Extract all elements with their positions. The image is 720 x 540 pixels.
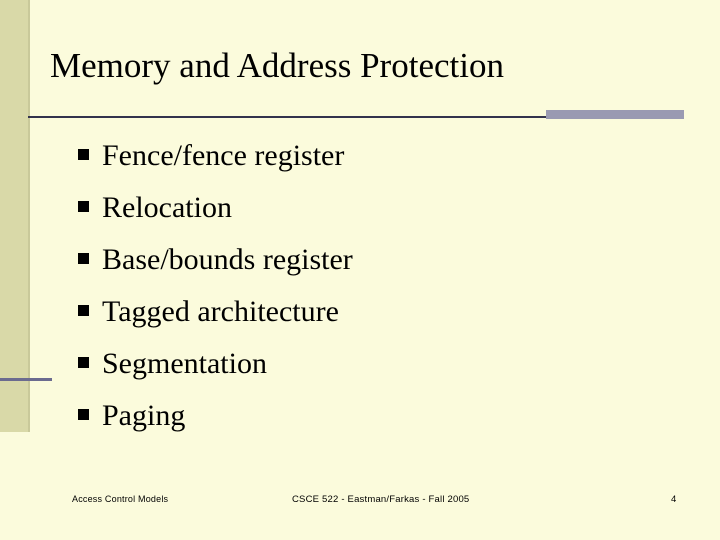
- bullet-square-icon: [78, 236, 102, 288]
- list-item: Paging: [78, 390, 678, 442]
- footer-page-number: 4: [671, 494, 677, 505]
- bullet-square-icon: [78, 392, 102, 444]
- bullet-square-icon: [78, 288, 102, 340]
- slide-title: Memory and Address Protection: [50, 46, 504, 85]
- list-item-label: Base/bounds register: [102, 243, 353, 276]
- list-item: Fence/fence register: [78, 130, 678, 182]
- list-item-label: Segmentation: [102, 347, 267, 380]
- list-item-label: Relocation: [102, 191, 232, 224]
- bullet-list: Fence/fence register Relocation Base/bou…: [78, 130, 678, 442]
- bullet-square-icon: [78, 132, 102, 184]
- list-item-label: Paging: [102, 399, 186, 432]
- list-item: Segmentation: [78, 338, 678, 390]
- footer-center-text: CSCE 522 - Eastman/Farkas - Fall 2005: [292, 494, 470, 505]
- left-accent-line: [0, 378, 52, 381]
- left-decorative-band: [0, 0, 28, 432]
- list-item: Relocation: [78, 182, 678, 234]
- list-item: Tagged architecture: [78, 286, 678, 338]
- footer-left-text: Access Control Models: [72, 494, 169, 504]
- bullet-square-icon: [78, 340, 102, 392]
- list-item-label: Fence/fence register: [102, 139, 345, 172]
- left-band-edge: [28, 0, 30, 432]
- title-divider-accent: [546, 110, 684, 119]
- bullet-square-icon: [78, 184, 102, 236]
- list-item: Base/bounds register: [78, 234, 678, 286]
- list-item-label: Tagged architecture: [102, 295, 339, 328]
- title-divider-line: [28, 116, 684, 118]
